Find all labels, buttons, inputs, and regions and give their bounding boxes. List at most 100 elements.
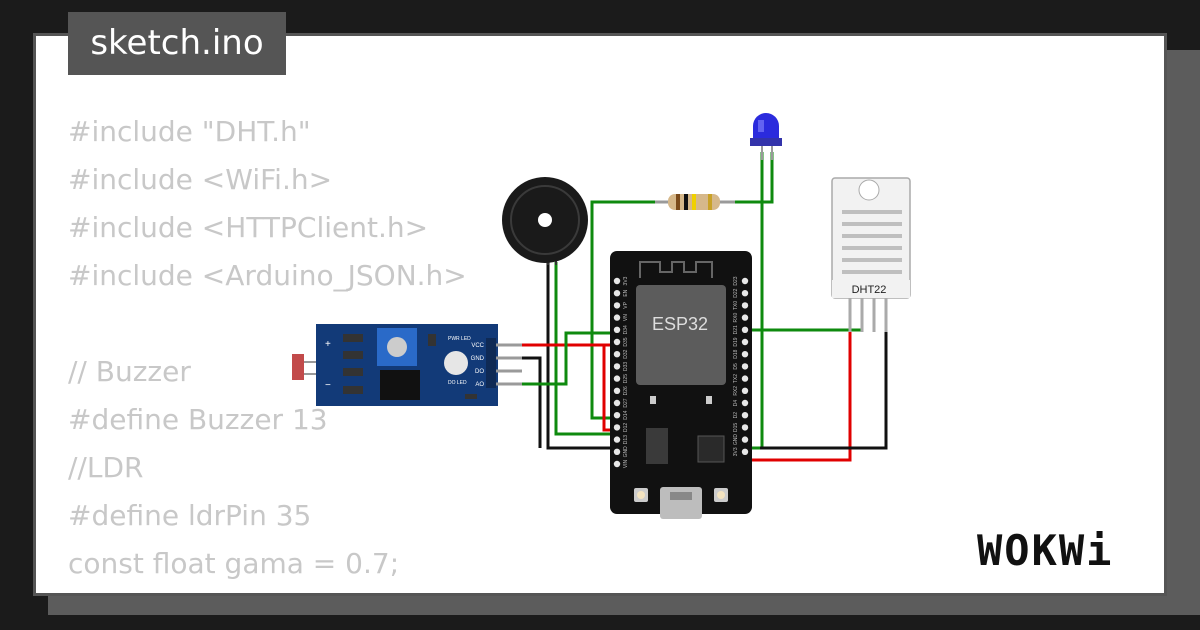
esp32-pin-label: 3V3 bbox=[733, 447, 739, 456]
esp32-pin-label: D33 bbox=[623, 362, 629, 371]
wokwi-logo: WOKWi bbox=[977, 526, 1113, 575]
esp32-pin[interactable] bbox=[613, 460, 621, 468]
esp32-pin-label: 3V3 bbox=[623, 276, 629, 285]
wire-resistor-esp bbox=[590, 200, 668, 420]
esp32-pin[interactable] bbox=[613, 448, 621, 455]
esp32-pin-label: D18 bbox=[733, 349, 739, 358]
project-card: #include "DHT.h" #include <WiFi.h> #includ… bbox=[33, 33, 1167, 596]
esp32-pin[interactable] bbox=[741, 448, 749, 455]
esp32-pin[interactable] bbox=[613, 424, 621, 431]
esp32-pin[interactable] bbox=[613, 314, 621, 321]
resistor[interactable] bbox=[655, 194, 735, 210]
wokwi-logo-text: WOKWi bbox=[977, 526, 1113, 575]
ldr-minus: − bbox=[325, 380, 331, 391]
esp32-pin-label: D32 bbox=[623, 349, 629, 358]
esp32-pin-label: VN bbox=[623, 314, 629, 321]
code-line: // Buzzer bbox=[68, 355, 191, 388]
esp32-pin[interactable] bbox=[741, 290, 749, 297]
esp32-pin-label: VP bbox=[623, 301, 629, 308]
ldr-do-led-label: DO LED bbox=[448, 380, 467, 386]
esp32-pin[interactable] bbox=[741, 351, 749, 358]
esp32-pin[interactable] bbox=[613, 290, 621, 297]
esp32-pin[interactable] bbox=[741, 326, 749, 333]
ldr-pin-label: AO bbox=[475, 382, 484, 388]
esp32-pin-label: VIN bbox=[623, 459, 629, 468]
esp32-pin[interactable] bbox=[613, 363, 621, 370]
esp32-pin-label: GND bbox=[733, 434, 739, 446]
dht22-label: DHT22 bbox=[852, 284, 887, 296]
esp32-pin-label: RX0 bbox=[733, 313, 739, 323]
esp32-pin[interactable] bbox=[613, 387, 621, 394]
esp32-pin[interactable] bbox=[741, 314, 749, 321]
esp32-pin[interactable] bbox=[741, 375, 749, 382]
esp32-pin-label: D25 bbox=[623, 374, 629, 383]
esp32-pin[interactable] bbox=[613, 351, 621, 358]
wire-dht-gnd bbox=[760, 330, 888, 450]
esp32-pin-label: D34 bbox=[623, 325, 629, 334]
esp32-pin[interactable] bbox=[613, 375, 621, 382]
wires bbox=[522, 152, 888, 462]
esp32-pin[interactable] bbox=[613, 399, 621, 407]
code-preview: #include "DHT.h" #include <WiFi.h> #includ… bbox=[68, 108, 467, 593]
code-line: #include <HTTPClient.h> bbox=[68, 211, 429, 244]
esp32-pin-label: TX2 bbox=[733, 374, 739, 383]
wire-buzzer-gnd bbox=[546, 262, 612, 450]
esp32-pin[interactable] bbox=[741, 387, 749, 394]
wire-ldr-ao bbox=[522, 331, 612, 386]
esp32-pin-label: D21 bbox=[733, 325, 739, 334]
esp32-pin-label: D13 bbox=[623, 435, 629, 444]
code-line: #include <WiFi.h> bbox=[68, 163, 333, 196]
code-line: #include <Arduino_JSON.h> bbox=[68, 259, 467, 292]
esp32-pin[interactable] bbox=[613, 326, 621, 333]
esp32-pin[interactable] bbox=[741, 399, 749, 407]
esp32-pin-label: D19 bbox=[733, 337, 739, 346]
code-line: #define Buzzer 13 bbox=[68, 403, 328, 436]
esp32-pin-label: D14 bbox=[623, 410, 629, 419]
esp32-pin-label: D15 bbox=[733, 423, 739, 432]
wire-ldr-vcc-down bbox=[602, 343, 612, 432]
esp32-pin[interactable] bbox=[613, 277, 621, 285]
esp32-board[interactable]: ESP32 3V3ENVPVND34D35D32D33D25D26D27D14D… bbox=[610, 251, 752, 519]
buzzer[interactable] bbox=[502, 177, 588, 265]
esp32-pin[interactable] bbox=[613, 302, 621, 309]
sketch-filename: sketch.ino bbox=[68, 12, 286, 75]
esp32-pin[interactable] bbox=[613, 436, 621, 443]
esp32-pin-label: D2 bbox=[733, 412, 739, 419]
esp32-pin-label: D23 bbox=[733, 276, 739, 285]
esp32-pin-label: EN bbox=[623, 289, 629, 296]
led-blue[interactable] bbox=[750, 113, 782, 160]
esp32-pin[interactable] bbox=[741, 302, 749, 309]
dht22-sensor[interactable]: DHT22 bbox=[831, 177, 911, 332]
wire-buzzer-signal bbox=[554, 262, 612, 436]
esp32-pin[interactable] bbox=[741, 412, 749, 419]
ldr-pin-label: GND bbox=[471, 356, 485, 362]
wire-dht-vcc bbox=[748, 330, 852, 462]
esp32-pin-label: TX0 bbox=[733, 301, 739, 310]
ldr-pwr-led-label: PWR LED bbox=[448, 336, 471, 342]
esp32-label: ESP32 bbox=[652, 314, 708, 334]
esp32-pin[interactable] bbox=[613, 412, 621, 419]
esp32-pin-label: D5 bbox=[733, 363, 739, 370]
esp32-pin[interactable] bbox=[741, 363, 749, 370]
ldr-plus: + bbox=[325, 339, 331, 350]
esp32-pin-label: D35 bbox=[623, 337, 629, 346]
esp32-pin-label: D22 bbox=[733, 288, 739, 297]
esp32-pin[interactable] bbox=[741, 338, 749, 346]
ldr-pin-label: VCC bbox=[471, 343, 484, 349]
esp32-pin-label: D26 bbox=[623, 386, 629, 395]
code-line: const float gama = 0.7; bbox=[68, 547, 400, 580]
code-line: #include "DHT.h" bbox=[68, 115, 311, 148]
wire-resistor-led bbox=[732, 152, 774, 204]
esp32-pin[interactable] bbox=[741, 424, 749, 431]
esp32-pin[interactable] bbox=[741, 436, 749, 443]
code-line: #define ldrPin 35 bbox=[68, 499, 312, 532]
esp32-pin-label: RX2 bbox=[733, 386, 739, 396]
esp32-pin[interactable] bbox=[613, 338, 621, 346]
esp32-pin-label: D4 bbox=[733, 400, 739, 407]
esp32-pin-label: D27 bbox=[623, 398, 629, 407]
esp32-pin-label: D12 bbox=[623, 423, 629, 432]
esp32-pin[interactable] bbox=[741, 277, 749, 285]
esp32-pin-label: GND bbox=[623, 446, 629, 458]
